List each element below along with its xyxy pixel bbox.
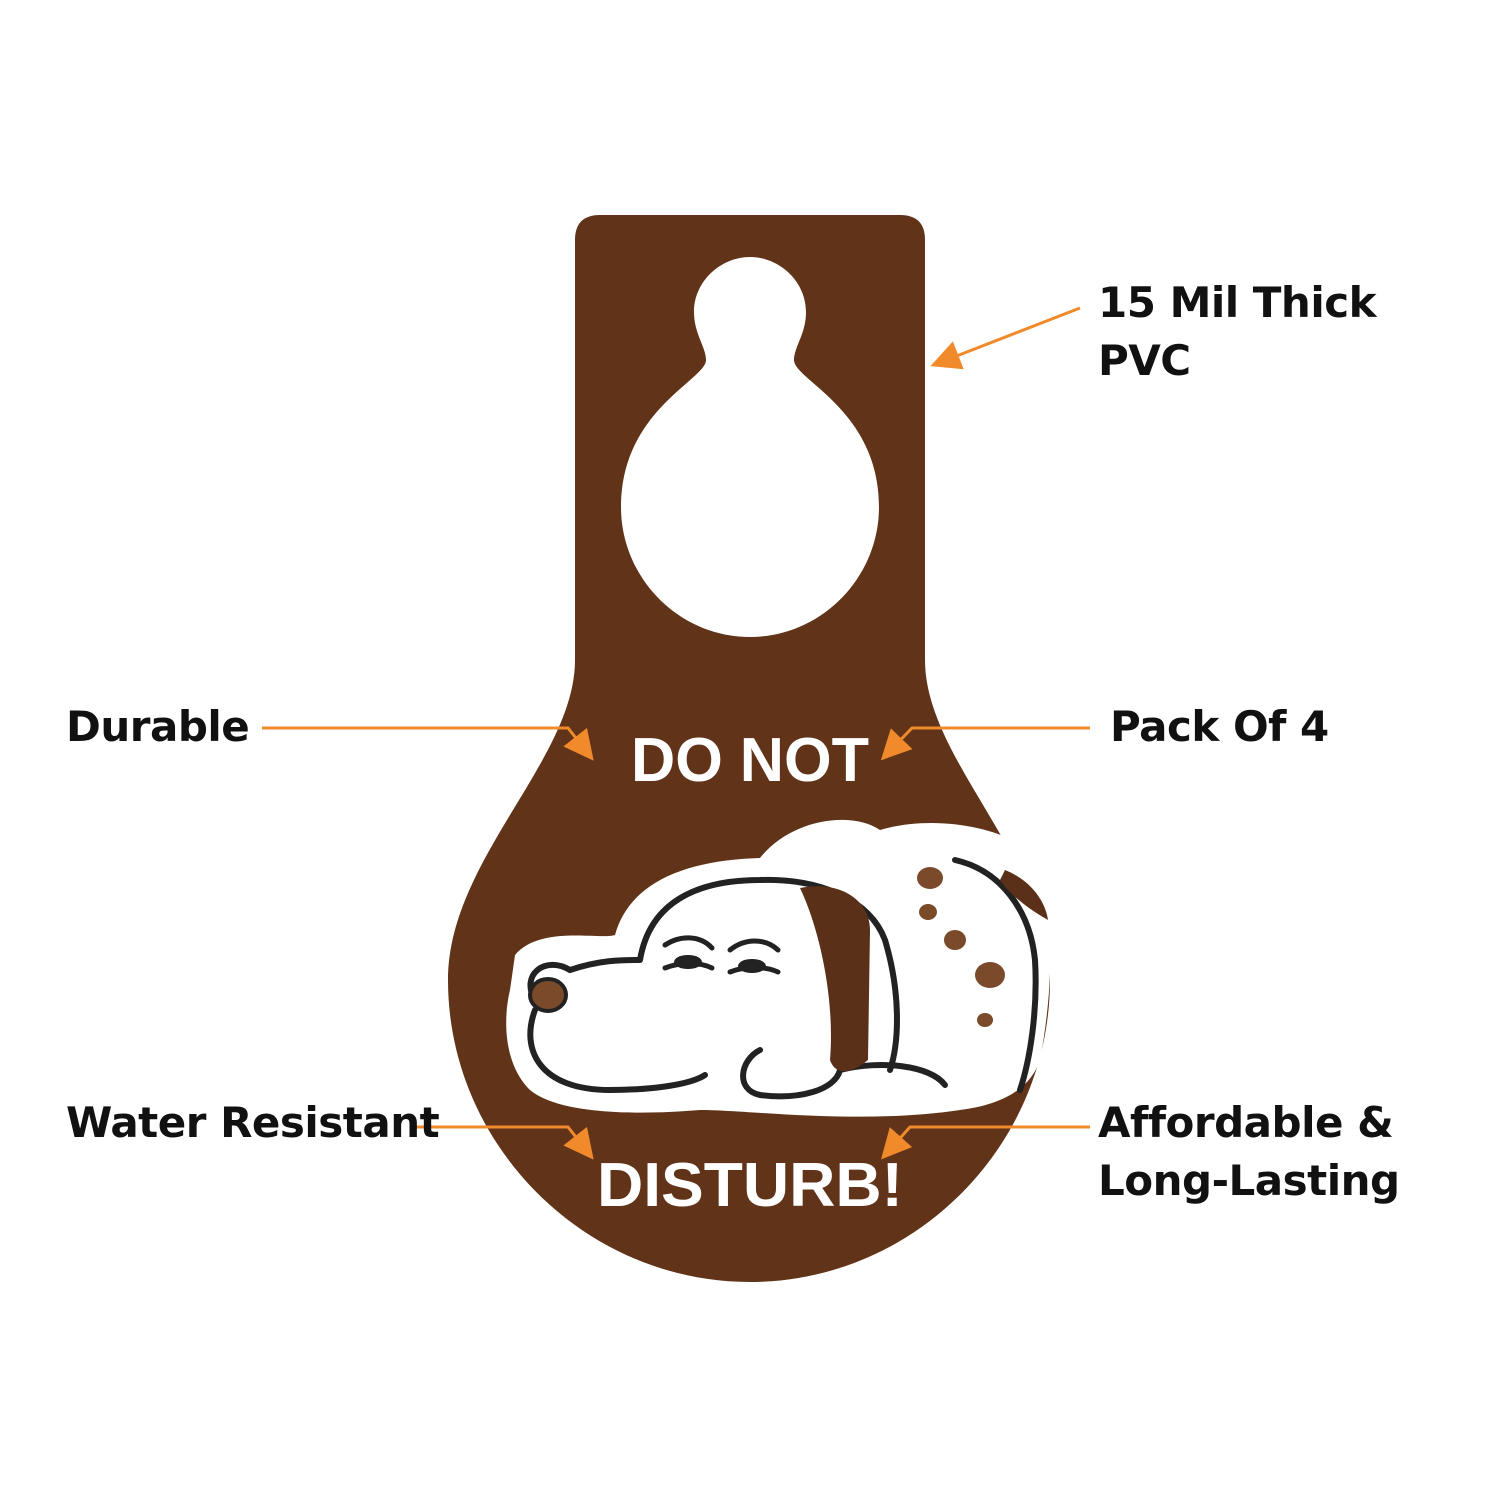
callout-thickness-line1: 15 Mil Thick — [1098, 278, 1377, 327]
callout-pack: Pack Of 4 — [1110, 698, 1329, 756]
hanger-text-do-not: DO NOT — [631, 726, 869, 795]
callout-thickness: 15 Mil Thick PVC — [1098, 274, 1377, 390]
sleeping-dog-icon — [506, 819, 1051, 1117]
callout-durable: Durable — [66, 698, 250, 756]
arrow-water — [415, 1125, 594, 1160]
callout-durable-label: Durable — [66, 702, 250, 751]
callout-affordable: Affordable & Long-Lasting — [1098, 1094, 1400, 1210]
arrow-thickness — [930, 306, 1081, 370]
callout-affordable-line1: Affordable & — [1098, 1098, 1394, 1147]
callout-arrows — [262, 306, 1090, 1160]
callout-water-label: Water Resistant — [66, 1098, 440, 1147]
arrow-affordable — [881, 1125, 1090, 1160]
hanger-text-disturb: DISTURB! — [597, 1151, 903, 1220]
callout-affordable-line2: Long-Lasting — [1098, 1156, 1400, 1205]
arrow-pack — [880, 726, 1090, 761]
arrow-durable — [262, 726, 594, 761]
callout-pack-label: Pack Of 4 — [1110, 702, 1329, 751]
callout-thickness-line2: PVC — [1098, 336, 1191, 385]
callout-water-resistant: Water Resistant — [66, 1094, 440, 1152]
